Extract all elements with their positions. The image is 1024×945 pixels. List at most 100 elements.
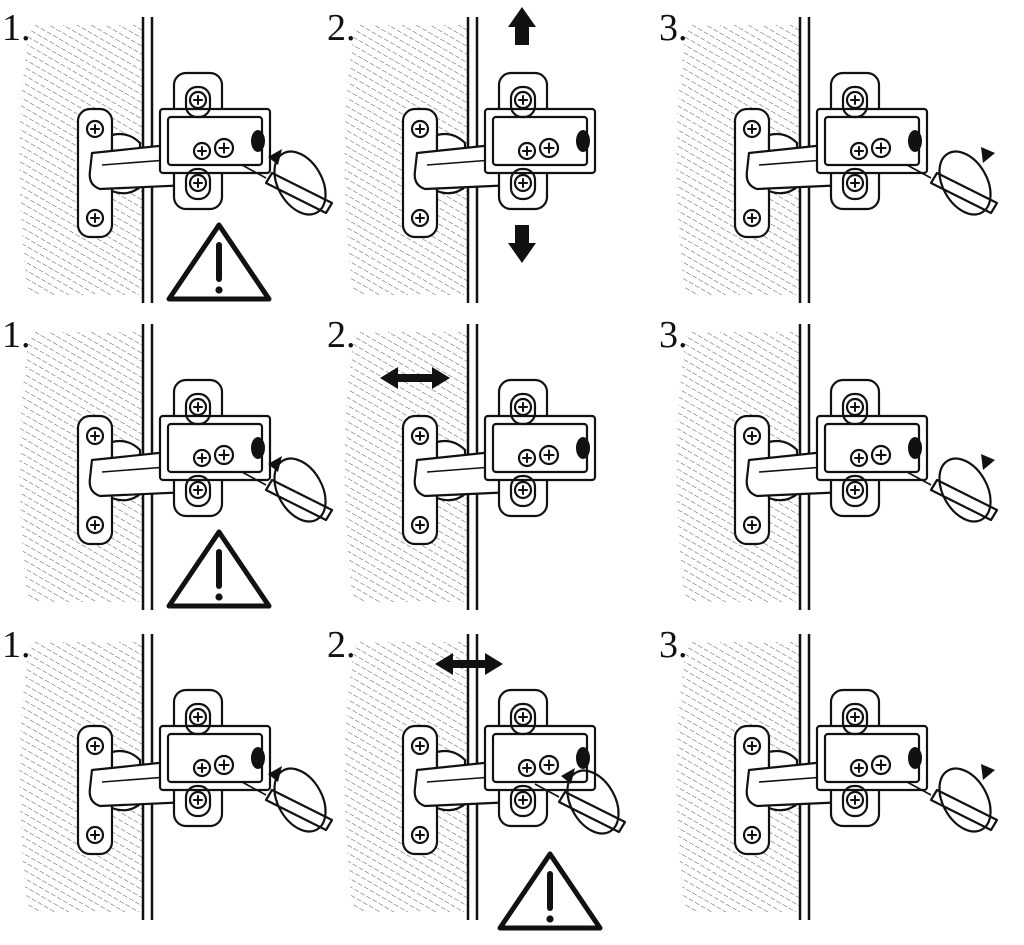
screw-icon [192,448,212,468]
screw-icon [85,825,105,845]
screw-icon [513,90,533,110]
rotation-arrow-icon [938,767,992,833]
screw-icon [870,137,892,159]
step-number: 1. [2,624,31,666]
screw-icon [845,397,865,417]
cam-hole [251,747,265,769]
screw-icon [410,736,430,756]
screw-icon [517,448,537,468]
slot [841,85,869,119]
slot [509,702,537,736]
arrow-left-right-icon [435,653,503,675]
screw-icon [849,141,869,161]
screw-icon [188,397,208,417]
hinge-body [483,414,597,482]
screw-icon [85,515,105,535]
screw-icon [188,90,208,110]
step-panel-1-1 [19,17,334,303]
cam-hole [908,437,922,459]
rotation-arrow-icon [938,457,992,523]
hinge-body [815,414,929,482]
rotation-arrow-icon [273,457,327,523]
arrow-left-right-icon [380,367,450,389]
screw-icon [742,426,762,446]
screwdriver-icon [241,149,334,216]
screw-icon [538,754,560,776]
slot [509,85,537,119]
screw-icon [742,208,762,228]
screw-icon [517,141,537,161]
step-panel-2-3 [676,324,999,610]
step-number: 1. [2,7,31,49]
step-number: 3. [659,624,688,666]
screw-icon [188,707,208,727]
screw-icon [85,208,105,228]
screwdriver-icon [241,456,334,523]
screw-icon [192,758,212,778]
cam-hole [251,130,265,152]
hinge [676,324,929,610]
hinge-body [815,724,929,792]
screw-icon [849,448,869,468]
step-number: 2. [327,314,356,356]
step-number: 3. [659,7,688,49]
screw-icon [742,119,762,139]
screw-icon [188,173,208,193]
warning-icon [497,851,603,931]
cam-hole [576,437,590,459]
slot [184,392,212,426]
screw-icon [213,137,235,159]
screw-icon [538,137,560,159]
screw-icon [513,397,533,417]
screw-icon [513,480,533,500]
slot [841,167,869,201]
slot [509,392,537,426]
screw-icon [845,707,865,727]
step-panel-2-2 [344,324,597,610]
screwdriver-icon [906,147,999,216]
arrow-up-down-icon [508,7,536,263]
cam-hole [576,130,590,152]
cam-hole [908,747,922,769]
screw-icon [513,790,533,810]
hinge [676,17,929,303]
screw-icon [742,736,762,756]
slot [509,784,537,818]
step-number: 2. [327,7,356,49]
screw-icon [742,515,762,535]
rotation-arrow-icon [273,767,327,833]
screwdriver-icon [534,768,627,835]
step-number: 2. [327,624,356,666]
hinge [344,17,597,303]
slot [184,474,212,508]
screw-icon [192,141,212,161]
screw-icon [845,790,865,810]
step-panel-3-2 [344,634,627,931]
hinge [19,17,272,303]
step-panel-2-1 [19,324,334,610]
screw-icon [845,480,865,500]
slot [841,784,869,818]
rotation-arrow-icon [938,150,992,216]
screwdriver-icon [241,766,334,833]
hinge-body [483,107,597,175]
hinge [676,634,929,920]
slot [841,392,869,426]
screw-icon [538,444,560,466]
screw-icon [213,754,235,776]
step-number: 3. [659,314,688,356]
step-number: 1. [2,314,31,356]
hinge [19,634,272,920]
screwdriver-icon [906,454,999,523]
screw-icon [517,758,537,778]
slot [841,702,869,736]
screw-icon [849,758,869,778]
step-panel-1-2 [344,7,597,303]
screw-icon [870,444,892,466]
screw-icon [742,825,762,845]
screw-icon [85,736,105,756]
slot [184,85,212,119]
screw-icon [410,208,430,228]
slot [184,702,212,736]
